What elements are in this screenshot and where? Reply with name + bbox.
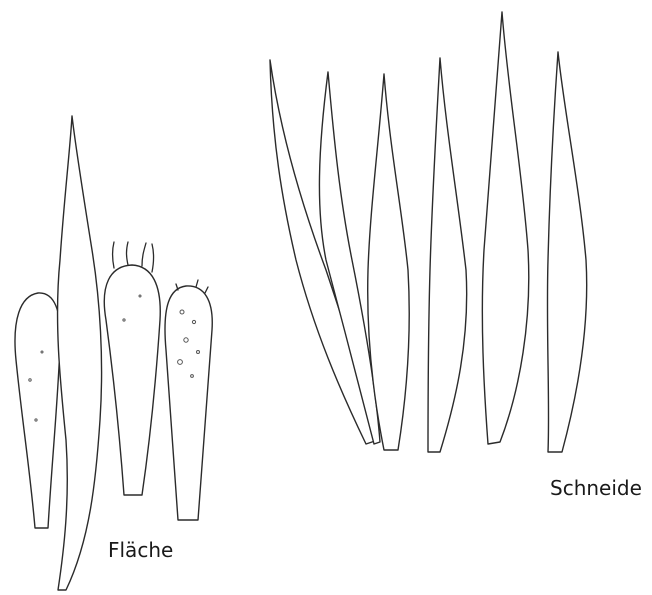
edge-cystidium-4 <box>428 58 467 452</box>
basidium-body <box>104 265 160 495</box>
surface-cystidium-long <box>58 116 102 590</box>
granular-cell-body <box>165 286 212 520</box>
edge-cells-group <box>270 12 587 452</box>
sterigma-1 <box>113 242 115 268</box>
surface-basidium <box>104 242 160 495</box>
surface-cells-group <box>15 116 212 590</box>
surface-cell-granular <box>165 280 212 520</box>
edge-cystidium-6 <box>547 52 586 452</box>
sterigma-3 <box>142 243 146 266</box>
surface-cell-clavate-1 <box>15 293 60 528</box>
surface-label: Fläche <box>108 538 173 562</box>
edge-cystidium-5 <box>482 12 528 444</box>
edge-label: Schneide <box>550 476 642 500</box>
edge-cystidium-3 <box>368 74 410 450</box>
sterigma-4 <box>152 244 154 272</box>
sterigma-2 <box>127 242 129 265</box>
